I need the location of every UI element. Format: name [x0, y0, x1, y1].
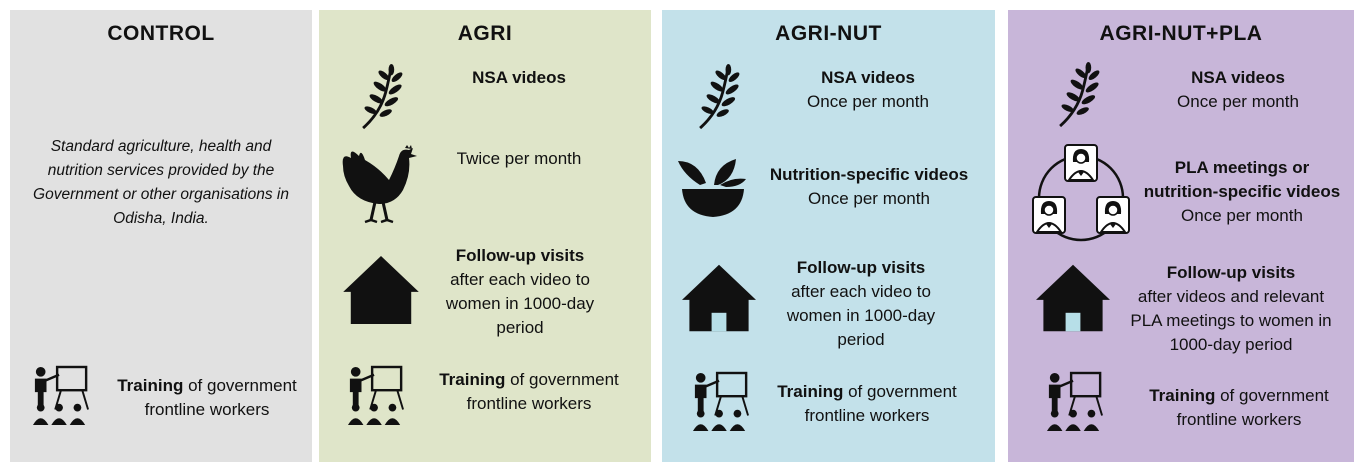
agri-nut-panel: AGRI-NUT NSA videos Once per month Nutri… [662, 10, 995, 462]
nutrition-frequency: Once per month [808, 189, 930, 208]
nsa-frequency: Twice per month [456, 149, 582, 168]
training-text: Training of government frontline workers [762, 380, 972, 428]
plant-icon [357, 64, 405, 130]
training-rest: of government frontline workers [144, 376, 297, 419]
training-bold: Training [777, 382, 844, 401]
plant-icon [694, 64, 742, 130]
training-text: Training of government frontline workers [102, 374, 312, 422]
nsa-videos-title: NSA videos [821, 68, 915, 87]
panel-title: AGRI-NUT+PLA [1099, 22, 1263, 45]
training-rest: of government frontline workers [804, 382, 957, 425]
nsa-videos-title: NSA videos [472, 68, 566, 87]
followup-desc: after videos and relevant PLA meetings t… [1130, 287, 1332, 354]
training-icon [1046, 370, 1104, 434]
house-icon [343, 256, 419, 324]
training-bold: Training [117, 376, 184, 395]
nsa-frequency: Once per month [807, 92, 929, 111]
nutrition-text: Nutrition-specific videos Once per month [754, 163, 984, 211]
house-icon [1036, 264, 1110, 332]
followup-desc: after each video to women in 1000-day pe… [786, 282, 936, 349]
nsa-videos-title: NSA videos [1191, 68, 1285, 87]
training-bold: Training [439, 370, 506, 389]
panel-title: AGRI-NUT [775, 22, 882, 45]
followup-title: Follow-up visits [796, 258, 926, 277]
nsa-videos-label: NSA videos [429, 66, 609, 90]
followup-title-bold: Follow-up visits [455, 246, 585, 265]
followup-text: Follow-up visits after videos and releva… [1120, 261, 1342, 357]
panel-title: CONTROL [107, 22, 215, 45]
training-rest: of government frontline workers [466, 370, 619, 413]
panel-title: AGRI [457, 22, 513, 45]
pla-title: PLA meetings or nutrition-specific video… [1143, 158, 1341, 201]
training-text: Training of government frontline workers [1134, 384, 1344, 432]
training-icon [692, 370, 750, 434]
control-description: Standard agriculture, health and nutriti… [33, 138, 289, 227]
training-icon [32, 364, 90, 428]
followup-text: Follow-up visits after each video to wom… [766, 256, 956, 352]
pla-text: PLA meetings or nutrition-specific video… [1136, 156, 1348, 228]
followup-desc: after each video to women in 1000-day pe… [445, 270, 595, 337]
agri-nut-pla-panel: AGRI-NUT+PLA NSA videos Once per month P… [1008, 10, 1354, 462]
pla-group-icon [1028, 144, 1134, 244]
training-rest: of government frontline workers [1176, 386, 1329, 429]
bowl-icon [676, 155, 750, 223]
chicken-icon [339, 144, 419, 226]
followup-text: Follow-up visits after each video to wom… [427, 244, 613, 340]
nsa-text: NSA videos Once per month [778, 66, 958, 114]
training-bold: Training [1149, 386, 1216, 405]
nutrition-videos-title: Nutrition-specific videos [769, 165, 969, 184]
training-text: Training of government frontline workers [419, 368, 639, 416]
followup-title: Follow-up visits [427, 244, 613, 268]
plant-icon [1054, 62, 1102, 128]
pla-frequency: Once per month [1181, 206, 1303, 225]
nsa-text: NSA videos Once per month [1148, 66, 1328, 114]
training-icon [347, 364, 405, 428]
followup-title: Follow-up visits [1166, 263, 1296, 282]
agri-panel: AGRI NSA videos Twice per month Follow-u… [319, 10, 651, 462]
house-icon [682, 264, 756, 332]
control-panel: CONTROL Standard agriculture, health and… [10, 10, 312, 462]
nsa-frequency: Once per month [1177, 92, 1299, 111]
